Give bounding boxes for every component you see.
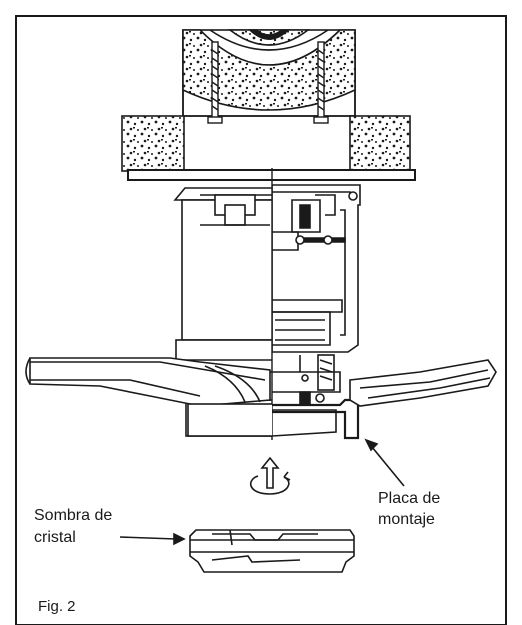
motor-housing-section	[272, 184, 361, 440]
mounting-screws	[207, 41, 329, 124]
motor-bottom	[187, 403, 272, 437]
figure-frame	[15, 15, 507, 625]
figure-caption: Fig. 2	[38, 598, 76, 615]
glass-shade-label-line1: Sombra de	[34, 507, 113, 524]
ceiling-joists	[121, 115, 411, 172]
ceiling-box	[182, 29, 356, 117]
mounting-plate-label-line2: montaje	[378, 511, 435, 528]
glass-shade-label-line2: cristal	[34, 529, 76, 546]
mounting-plate-label-line1: Placa de	[378, 490, 441, 507]
fan-blade-right	[349, 359, 497, 407]
rotate-arrow-icon	[249, 456, 291, 495]
glass-shade	[189, 529, 355, 573]
callout-arrows	[119, 438, 405, 546]
fan-blade-left	[25, 357, 271, 407]
